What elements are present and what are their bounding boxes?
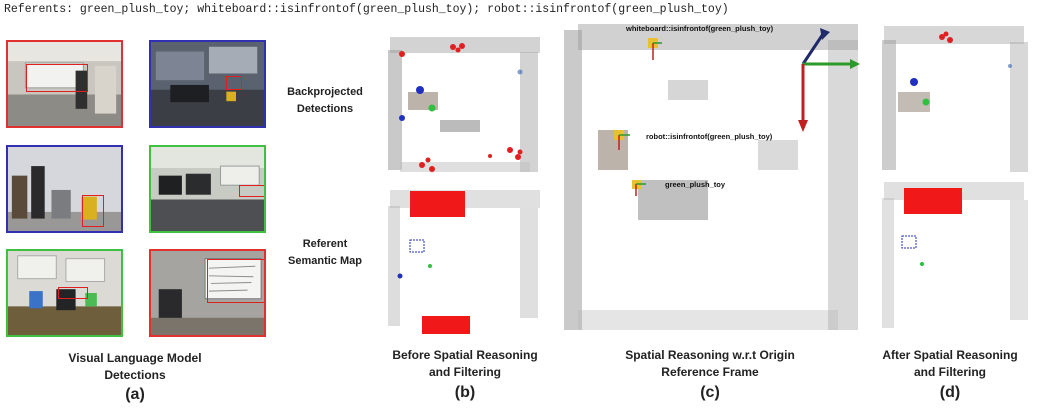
photo-office-whiteboard <box>6 40 123 128</box>
caption-b: Before Spatial Reasoning and Filtering <box>370 347 560 381</box>
row-label-backprojected: Backprojected Detections <box>270 84 380 118</box>
caption-a-line1: Visual Language Model <box>68 351 202 365</box>
map-d-semantic <box>874 180 1034 340</box>
map-b-semantic <box>380 188 546 338</box>
annotation-green-plush-toy: green_plush_toy <box>665 180 726 189</box>
letter-a: (a) <box>125 386 145 403</box>
letter-c: (c) <box>700 384 720 401</box>
caption-a: Visual Language Model Detections <box>40 350 230 384</box>
photo-lab-robot <box>6 145 123 233</box>
caption-a-line2: Detections <box>104 368 166 382</box>
caption-b-line2: and Filtering <box>429 365 501 379</box>
caption-d-line1: After Spatial Reasoning <box>882 348 1018 362</box>
caption-c-line1: Spatial Reasoning w.r.t Origin <box>625 348 795 362</box>
caption-c: Spatial Reasoning w.r.t Origin Reference… <box>600 347 820 381</box>
map-d-backprojected <box>874 22 1034 182</box>
letter-d: (d) <box>939 384 961 401</box>
map-c-spatial-reasoning <box>558 20 868 340</box>
annotation-robot: robot::isinfrontof(green_plush_toy) <box>646 132 773 141</box>
row-label-semantic-map-line2: Semantic Map <box>288 255 362 267</box>
row-label-semantic-map: Referent Semantic Map <box>270 236 380 270</box>
row-label-backprojected-line2: Detections <box>296 103 354 115</box>
letter-b: (b) <box>454 384 476 401</box>
caption-d: After Spatial Reasoning and Filtering <box>860 347 1040 381</box>
caption-d-line2: and Filtering <box>914 365 986 379</box>
caption-c-line2: Reference Frame <box>661 365 759 379</box>
photo-lab-monitors <box>149 145 266 233</box>
photo-desk-items <box>6 249 123 337</box>
annotation-whiteboard: whiteboard::isinfrontof(green_plush_toy) <box>626 24 774 33</box>
photo-whiteboard-closeup <box>149 249 266 337</box>
row-label-backprojected-line1: Backprojected <box>287 86 363 98</box>
row-label-semantic-map-line1: Referent <box>302 238 348 250</box>
referents-header: Referents: green_plush_toy; whiteboard::… <box>4 3 729 16</box>
caption-b-line1: Before Spatial Reasoning <box>392 348 538 362</box>
map-b-backprojected <box>380 32 546 182</box>
photo-desk-area <box>149 40 266 128</box>
